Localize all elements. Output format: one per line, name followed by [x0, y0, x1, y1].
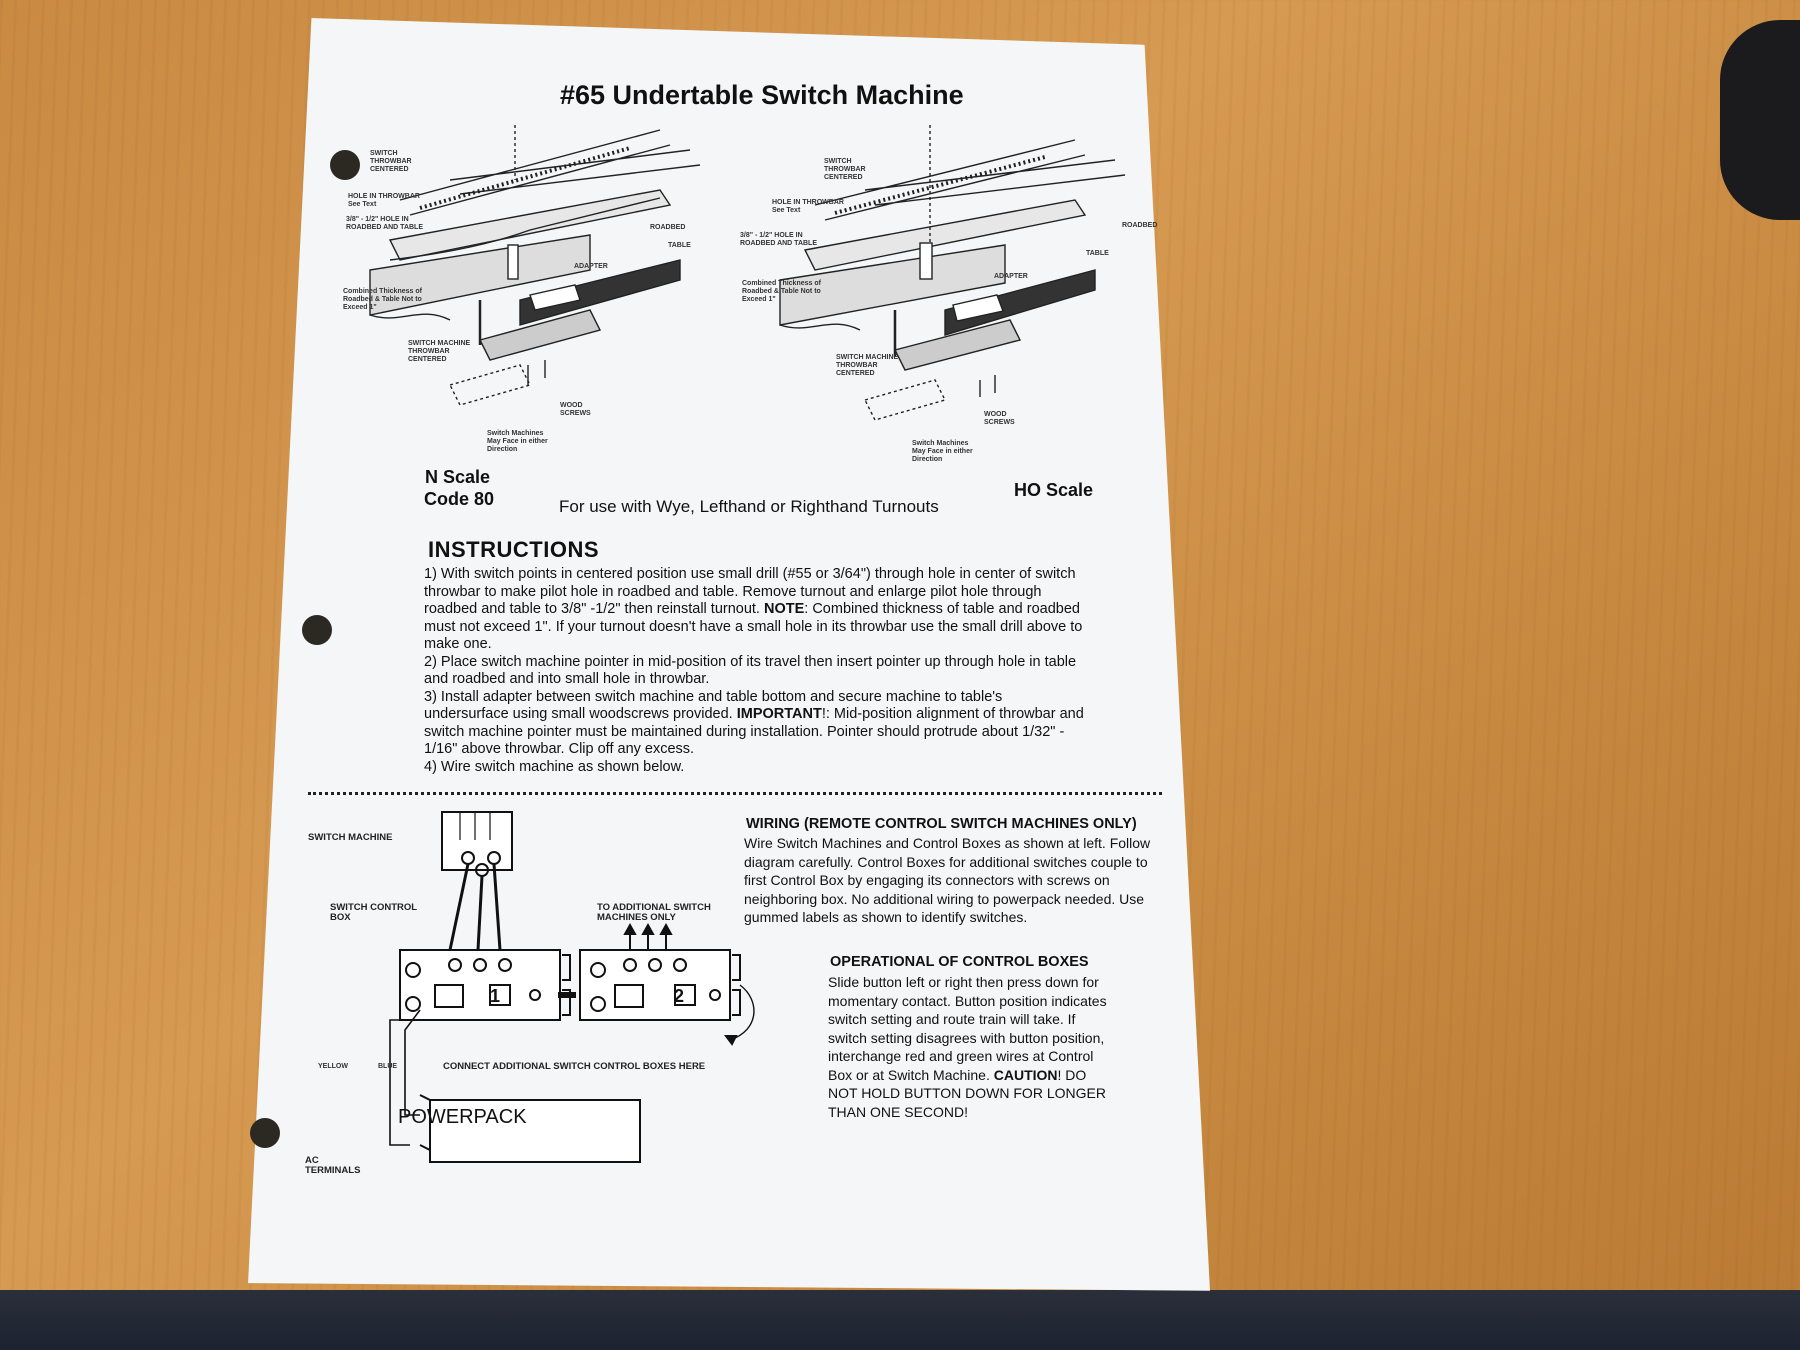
powerpack-label: POWERPACK: [398, 1106, 527, 1128]
label-table-ho: TABLE: [1086, 250, 1109, 257]
binder-hole-top: [330, 150, 360, 180]
wiring-heading: WIRING (REMOTE CONTROL SWITCH MACHINES O…: [746, 816, 1137, 832]
n-scale-diagram: [369, 125, 701, 406]
ho-scale-diagram: [779, 125, 1126, 421]
instruction-step-3: 3) Install adapter between switch machin…: [424, 688, 1084, 758]
label-wood-screws-n: WOOD SCREWS: [560, 402, 591, 417]
wiring-text: Wire Switch Machines and Control Boxes a…: [744, 835, 1151, 925]
instructions-heading: INSTRUCTIONS: [428, 537, 599, 562]
instruction-step-4: 4) Wire switch machine as shown below.: [424, 758, 685, 775]
label-hole-in-throwbar-n: HOLE IN THROWBAR See Text: [348, 193, 420, 208]
label-ac-terminals: AC TERMINALS: [305, 1155, 361, 1176]
label-blue-wire: BLUE: [378, 1063, 398, 1070]
dark-object: [1720, 20, 1800, 220]
instruction-step-1: 1) With switch points in centered positi…: [424, 566, 1083, 652]
instructions-body: 1) With switch points in centered positi…: [424, 566, 1084, 776]
label-hole-in-roadbed-ho: 3/8" - 1/2" HOLE IN ROADBED AND TABLE: [740, 232, 817, 247]
label-hole-in-roadbed-n: 3/8" - 1/2" HOLE IN ROADBED AND TABLE: [346, 216, 423, 231]
label-roadbed-n: ROADBED: [650, 224, 686, 231]
ho-scale-label: HO Scale: [1014, 480, 1094, 500]
label-combined-thickness-n: Combined Thickness of Roadbed & Table No…: [343, 288, 422, 311]
label-hole-in-throwbar-ho: HOLE IN THROWBAR See Text: [772, 199, 844, 214]
label-connect-additional: CONNECT ADDITIONAL SWITCH CONTROL BOXES …: [443, 1061, 706, 1072]
label-table-n: TABLE: [668, 242, 691, 249]
label-face-direction-n: Switch Machines May Face in either Direc…: [487, 430, 548, 453]
binder-hole-bottom: [250, 1118, 280, 1148]
operation-text: Slide button left or right then press do…: [828, 974, 1107, 1120]
instruction-step-2: 2) Place switch machine pointer in mid-p…: [424, 653, 1077, 688]
page-title: #65 Undertable Switch Machine: [560, 80, 964, 110]
label-machine-throwbar-n: SWITCH MACHINE THROWBAR CENTERED: [408, 340, 471, 363]
label-roadbed-ho: ROADBED: [1122, 222, 1158, 229]
instruction-sheet: [248, 18, 1210, 1291]
label-yellow-wire: YELLOW: [318, 1063, 348, 1070]
control-box-number-1: 1: [490, 986, 501, 1006]
label-switch-control-box: SWITCH CONTROL BOX: [330, 902, 417, 923]
wiring-diagram: [389, 811, 755, 1163]
label-switch-machine: SWITCH MACHINE: [308, 832, 393, 843]
binder-hole-middle: [302, 615, 332, 645]
label-adapter-ho: ADAPTER: [994, 273, 1028, 280]
label-combined-thickness-ho: Combined Thickness of Roadbed & Table No…: [742, 280, 821, 303]
code-80-label: Code 80: [424, 489, 495, 509]
dotted-divider: [308, 792, 1162, 795]
label-wood-screws-ho: WOOD SCREWS: [984, 411, 1015, 426]
operation-heading: OPERATIONAL OF CONTROL BOXES: [830, 954, 1089, 970]
control-box-number-2: 2: [674, 986, 685, 1006]
lap-area: [0, 1290, 1800, 1350]
label-machine-throwbar-ho: SWITCH MACHINE THROWBAR CENTERED: [836, 354, 899, 377]
turnout-usage: For use with Wye, Lefthand or Righthand …: [559, 497, 939, 516]
n-scale-label: N Scale: [425, 467, 491, 487]
label-throwbar-centered-n: SWITCH THROWBAR CENTERED: [370, 150, 412, 173]
label-additional-machines: TO ADDITIONAL SWITCH MACHINES ONLY: [597, 902, 711, 923]
label-adapter-n: ADAPTER: [574, 263, 608, 270]
label-face-direction-ho: Switch Machines May Face in either Direc…: [912, 440, 973, 463]
label-throwbar-centered-ho: SWITCH THROWBAR CENTERED: [824, 158, 866, 181]
